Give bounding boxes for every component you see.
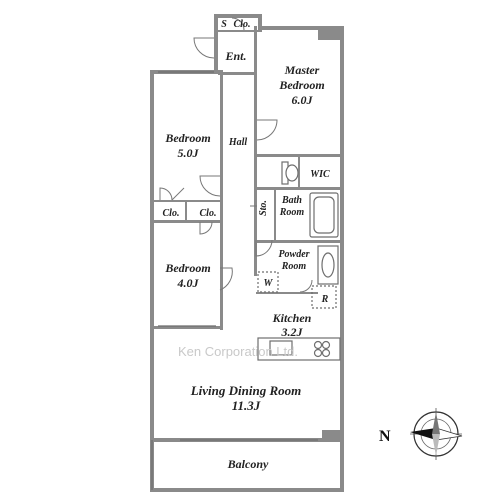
s-closet-label: S	[221, 19, 227, 30]
powder-room-label-1: Powder	[278, 249, 309, 260]
master-bedroom-label-1: Master	[284, 63, 320, 77]
kitchen-size: 3.2J	[281, 325, 304, 339]
top-closet-label: Clo.	[234, 19, 251, 30]
balcony-label: Balcony	[227, 457, 269, 471]
watermark: Ken Corporation Ltd.	[178, 344, 298, 359]
storage-label: Sto.	[258, 200, 269, 216]
bedroom-1-label: Bedroom	[164, 131, 210, 145]
master-bedroom-label-2: Bedroom	[278, 78, 324, 92]
powder-room-label-2: Room	[281, 261, 307, 272]
closet-right-label: Clo.	[200, 208, 217, 219]
bedroom-2-size: 4.0J	[177, 276, 200, 290]
refrigerator-space	[311, 285, 337, 309]
windows	[151, 71, 318, 490]
hall-label: Hall	[228, 137, 248, 148]
washer-label: W	[264, 278, 274, 289]
kitchen-label: Kitchen	[272, 311, 312, 325]
compass: N	[379, 408, 463, 460]
closet-left-label: Clo.	[163, 208, 180, 219]
entrance-label: Ent.	[224, 49, 246, 63]
room-labels: S Clo. Ent. Master Bedroom 6.0J Hall Bed…	[163, 19, 331, 471]
washbasin-icon	[317, 245, 339, 285]
wic-label: WIC	[310, 169, 330, 180]
bath-room-label-1: Bath	[281, 195, 302, 206]
living-dining-size: 11.3J	[232, 398, 261, 413]
refrigerator-label: R	[321, 294, 329, 305]
north-label: N	[379, 428, 391, 445]
master-bedroom-size: 6.0J	[292, 93, 314, 107]
bathtub-icon	[309, 192, 339, 238]
interior-walls	[150, 26, 342, 440]
kitchen-counter	[257, 337, 341, 361]
bedroom-1-size: 5.0J	[178, 146, 200, 160]
living-dining-label: Living Dining Room	[190, 383, 302, 398]
washer-space	[257, 271, 279, 293]
bath-room-label-2: Room	[279, 207, 305, 218]
bedroom-2-label: Bedroom	[164, 261, 210, 275]
compass-rose-icon	[410, 408, 463, 460]
toilet-icon	[281, 161, 299, 185]
doors	[159, 17, 313, 293]
fixtures	[257, 161, 341, 361]
